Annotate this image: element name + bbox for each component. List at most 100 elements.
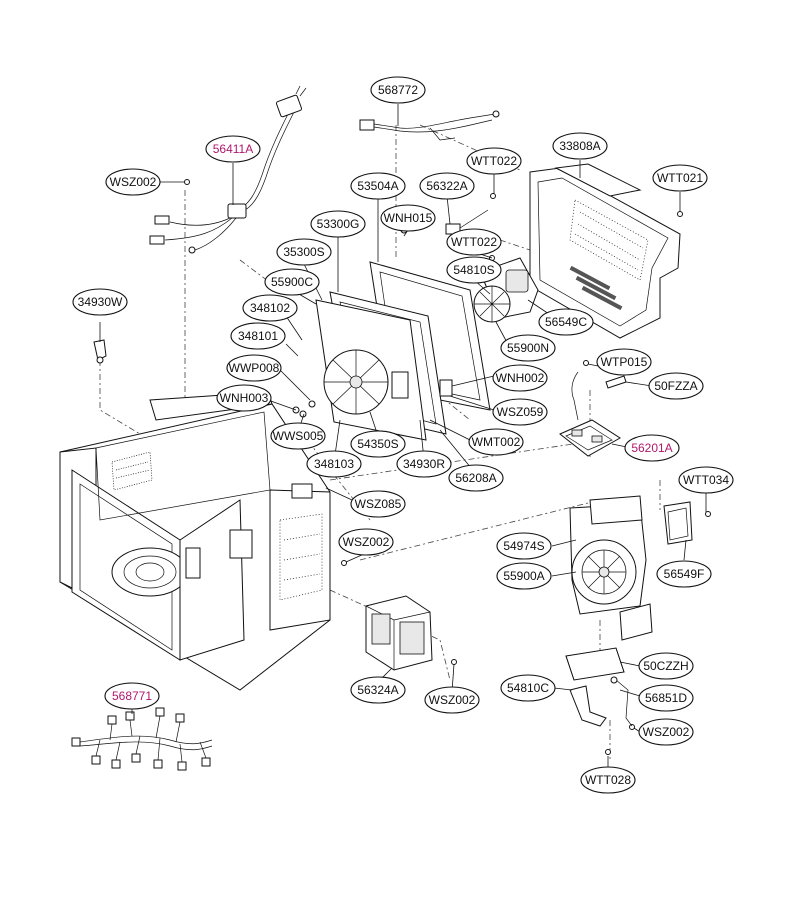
label-WTT022-top: WTT022: [466, 147, 522, 175]
label-568771: 568771: [104, 682, 160, 710]
svg-text:56322A: 56322A: [426, 179, 467, 193]
label-WSZ002-bottom: WSZ002: [638, 718, 694, 746]
label-34930R: 34930R: [396, 450, 452, 478]
svg-text:54810C: 54810C: [507, 681, 549, 695]
label-WWS005: WWS005: [270, 422, 326, 450]
svg-text:56324A: 56324A: [357, 683, 398, 697]
svg-text:WNH002: WNH002: [496, 371, 545, 385]
label-54974S: 54974S: [496, 532, 552, 560]
label-56208A: 56208A: [448, 464, 504, 492]
svg-text:34930R: 34930R: [403, 457, 445, 471]
inner-panels: [315, 261, 491, 441]
label-50FZZA: 50FZZA: [648, 372, 704, 400]
microwave-cavity: [59, 391, 331, 691]
bottom-harness: [71, 707, 213, 771]
svg-text:55900A: 55900A: [503, 569, 544, 583]
svg-text:54974S: 54974S: [503, 539, 544, 553]
label-35300S: 35300S: [276, 238, 332, 266]
svg-text:WSZ085: WSZ085: [355, 497, 402, 511]
svg-text:56549F: 56549F: [664, 567, 705, 581]
svg-text:53504A: 53504A: [357, 179, 398, 193]
label-55900C: 55900C: [264, 268, 320, 296]
label-34930W: 34930W: [72, 288, 128, 316]
svg-text:55900N: 55900N: [507, 341, 549, 355]
label-WTT021: WTT021: [652, 164, 708, 192]
svg-text:568772: 568772: [378, 83, 418, 97]
svg-text:50FZZA: 50FZZA: [654, 379, 697, 393]
label-56324A: 56324A: [350, 676, 406, 704]
svg-text:WTT028: WTT028: [585, 773, 631, 787]
label-348103: 348103: [306, 450, 362, 478]
label-33808A: 33808A: [552, 132, 608, 160]
side-vent: [279, 513, 323, 601]
svg-text:35300S: 35300S: [283, 245, 324, 259]
label-568772: 568772: [370, 76, 426, 104]
label-WSZ085: WSZ085: [350, 490, 406, 518]
fan-assembly: [569, 495, 693, 641]
svg-text:WSZ002: WSZ002: [110, 175, 157, 189]
cavity-vent: [111, 451, 153, 491]
label-55900A: 55900A: [496, 562, 552, 590]
svg-text:WWS005: WWS005: [273, 429, 324, 443]
svg-text:55900C: 55900C: [271, 275, 313, 289]
svg-text:56851D: 56851D: [645, 691, 687, 705]
label-55900N: 55900N: [500, 334, 556, 362]
label-56549C: 56549C: [538, 308, 594, 336]
label-50CZZH: 50CZZH: [638, 652, 694, 680]
label-56411A: 56411A: [205, 135, 261, 163]
label-WTT028: WTT028: [580, 766, 636, 794]
label-WNH015: WNH015: [380, 204, 436, 232]
label-WTT022-mid: WTT022: [446, 228, 502, 256]
label-54350S: 54350S: [350, 430, 406, 458]
svg-text:56201A: 56201A: [631, 441, 672, 455]
svg-text:56208A: 56208A: [455, 471, 496, 485]
label-WTP015: WTP015: [596, 348, 652, 376]
power-cord: [149, 85, 307, 254]
svg-text:33808A: 33808A: [559, 139, 600, 153]
svg-text:50CZZH: 50CZZH: [643, 659, 688, 673]
svg-text:348102: 348102: [250, 301, 290, 315]
svg-text:WSZ059: WSZ059: [497, 405, 544, 419]
part-labels: 568772 56411A WSZ002 WTT022 33808A WTT02…: [72, 76, 734, 794]
svg-text:568771: 568771: [112, 689, 152, 703]
svg-text:WTT022: WTT022: [451, 235, 497, 249]
svg-text:WWP008: WWP008: [229, 361, 280, 375]
bracket-left: [93, 339, 107, 364]
svg-text:348103: 348103: [314, 457, 354, 471]
outer-case: [529, 163, 681, 339]
label-56201A: 56201A: [624, 434, 680, 462]
label-56549F: 56549F: [656, 560, 712, 588]
svg-text:34930W: 34930W: [78, 295, 123, 309]
svg-text:WTT034: WTT034: [683, 473, 729, 487]
label-53504A: 53504A: [350, 172, 406, 200]
label-348101: 348101: [230, 322, 286, 350]
svg-text:WTP015: WTP015: [601, 355, 648, 369]
label-54810C: 54810C: [500, 674, 556, 702]
svg-text:WSZ002: WSZ002: [643, 725, 690, 739]
svg-text:54810S: 54810S: [453, 263, 494, 277]
svg-text:53300G: 53300G: [317, 217, 360, 231]
label-WNH002: WNH002: [492, 364, 548, 392]
label-WSZ002-lower: WSZ002: [424, 686, 480, 714]
svg-text:56411A: 56411A: [213, 142, 253, 156]
label-54810S: 54810S: [446, 256, 502, 284]
label-WMT002: WMT002: [468, 428, 524, 456]
transformer: [365, 595, 433, 671]
label-53300G: 53300G: [310, 210, 366, 238]
svg-text:56549C: 56549C: [545, 315, 587, 329]
label-WWP008: WWP008: [226, 354, 282, 382]
label-WSZ002-top: WSZ002: [105, 168, 161, 196]
svg-text:WSZ002: WSZ002: [343, 535, 390, 549]
label-348102: 348102: [242, 294, 298, 322]
label-WSZ002-mid: WSZ002: [338, 528, 394, 556]
svg-text:WNH003: WNH003: [220, 391, 269, 405]
svg-text:WNH015: WNH015: [384, 211, 433, 225]
svg-text:WSZ002: WSZ002: [429, 693, 476, 707]
top-harness: [359, 110, 500, 141]
label-WNH003: WNH003: [216, 384, 272, 412]
case-vent-grid: [569, 199, 649, 281]
label-WTT034: WTT034: [678, 466, 734, 494]
svg-text:54350S: 54350S: [357, 437, 398, 451]
svg-text:WTT021: WTT021: [657, 171, 703, 185]
